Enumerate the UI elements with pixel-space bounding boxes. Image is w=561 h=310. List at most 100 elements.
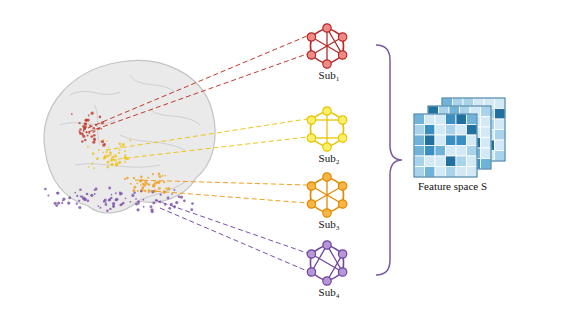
dashed-line — [160, 208, 307, 271]
matrix-layer — [414, 114, 477, 177]
region-dot — [61, 202, 63, 204]
matrix-cell — [435, 146, 446, 157]
network-icon — [297, 240, 357, 286]
matrix-cell — [435, 135, 446, 146]
region-dot — [84, 127, 86, 129]
region-dot — [180, 195, 183, 198]
network-node — [338, 250, 346, 258]
subnetwork-label: Sub₃ — [297, 218, 361, 231]
region-dot — [104, 143, 106, 145]
region-dot — [110, 163, 113, 166]
region-dot — [93, 138, 96, 141]
region-dot — [111, 163, 114, 166]
region-dot — [105, 203, 108, 206]
region-dot — [84, 198, 87, 201]
matrix-cell — [446, 125, 457, 136]
region-dot — [175, 201, 178, 204]
matrix-cell — [467, 156, 478, 167]
region-dot — [83, 199, 85, 201]
region-dot — [106, 140, 108, 142]
region-dot — [115, 162, 118, 165]
network-node — [307, 268, 315, 276]
region-dot — [124, 150, 126, 152]
dashed-line — [88, 36, 307, 128]
region-dot — [135, 198, 137, 200]
subnetwork-node: Sub₁ — [297, 23, 361, 82]
region-dot — [91, 163, 93, 165]
matrix-stack — [412, 96, 512, 180]
region-dot — [96, 157, 99, 160]
matrix-cell — [456, 167, 467, 178]
matrix-cell — [481, 159, 492, 170]
dashed-line — [88, 54, 307, 132]
region-dot — [78, 122, 80, 124]
region-dot — [98, 205, 100, 207]
region-dot — [99, 207, 101, 209]
matrix-cell — [495, 140, 506, 151]
network-node — [307, 51, 315, 59]
region-dot — [68, 196, 71, 199]
matrix-cell — [425, 125, 436, 136]
dashed-line — [106, 119, 307, 150]
region-dot — [118, 142, 121, 145]
region-dot — [79, 188, 82, 191]
region-dot — [119, 193, 121, 195]
region-dot — [124, 161, 126, 163]
matrix-cell — [456, 135, 467, 146]
network-node — [323, 209, 331, 217]
region-dot — [106, 166, 109, 169]
region-dot — [106, 209, 109, 212]
matrix-cell — [456, 146, 467, 157]
matrix-cell — [425, 135, 436, 146]
matrix-border — [442, 98, 505, 161]
subnetwork-label: Sub₄ — [297, 286, 361, 299]
region-dot — [178, 195, 181, 198]
network-node — [323, 277, 331, 285]
matrix-cell — [467, 167, 478, 178]
region-dot — [83, 127, 86, 130]
region-dot — [164, 175, 166, 177]
network-edge — [311, 186, 342, 204]
network-node — [323, 60, 331, 68]
region-dot — [71, 113, 73, 115]
region-dot — [115, 192, 117, 194]
region-dot — [82, 135, 85, 138]
region-dot — [133, 192, 135, 194]
region-dot — [95, 187, 98, 190]
matrix-cell — [495, 109, 506, 120]
brain-gyri — [60, 75, 200, 167]
network-node — [307, 250, 315, 258]
matrix-cell — [446, 156, 457, 167]
region-dot — [125, 198, 127, 200]
matrix-cell — [435, 167, 446, 178]
region-dot — [85, 131, 87, 133]
region-dot — [107, 146, 109, 148]
matrix-cell — [481, 117, 492, 128]
region-dot — [93, 137, 95, 139]
matrix-cell — [425, 156, 436, 167]
matrix-cell — [435, 114, 446, 125]
matrix-border — [428, 106, 491, 169]
region-dot — [141, 186, 144, 189]
region-dot — [108, 199, 111, 202]
region-dot — [152, 184, 155, 187]
network-edge — [326, 111, 327, 147]
region-dot — [91, 112, 94, 115]
region-dot — [114, 154, 117, 157]
subnetwork-node: Sub₄ — [297, 240, 361, 299]
region-dot — [109, 154, 111, 156]
region-dot — [81, 196, 83, 198]
region-dot — [76, 195, 78, 197]
region-dot — [152, 173, 154, 175]
region-dot — [109, 151, 111, 153]
region-dot — [88, 166, 90, 168]
region-dot — [92, 127, 95, 130]
network-node — [307, 134, 315, 142]
network-node — [338, 51, 346, 59]
region-dot — [118, 152, 120, 154]
region-dot — [54, 202, 57, 205]
region-dot — [81, 140, 84, 143]
matrix-cell — [495, 98, 506, 109]
